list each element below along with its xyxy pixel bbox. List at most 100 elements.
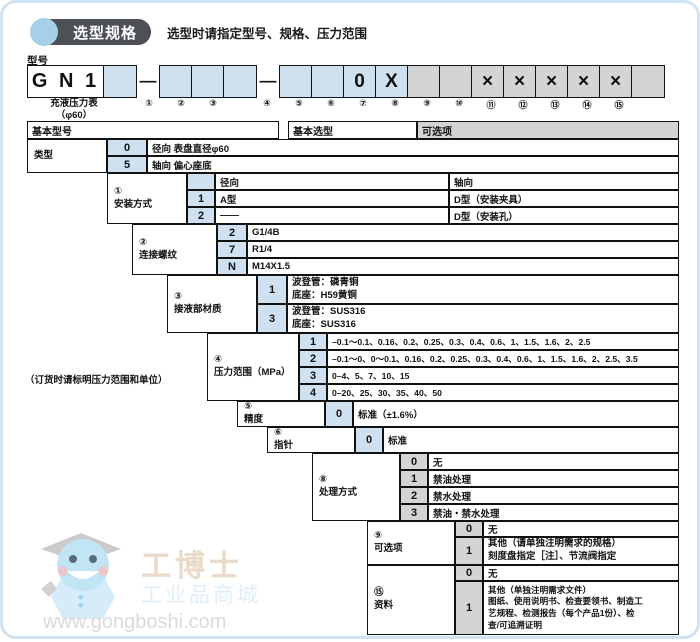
model-position-marker: ⑩ bbox=[455, 98, 463, 108]
header-basic-model: 基本型号 bbox=[27, 121, 279, 139]
model-cell[interactable] bbox=[408, 66, 440, 97]
table-spacer bbox=[279, 121, 288, 139]
mounting-radial-head: 径向 bbox=[215, 173, 449, 190]
material-code[interactable]: 1 bbox=[257, 275, 287, 304]
options-code[interactable]: 1 bbox=[455, 537, 483, 565]
mounting-code[interactable]: 2 bbox=[187, 207, 215, 224]
model-cell[interactable] bbox=[104, 66, 136, 97]
model-cell-group bbox=[159, 65, 257, 98]
pressure-values: –0.1～0.1、0.16、0.2、0.25、0.3、0.4、0.6、1、1.5… bbox=[327, 333, 679, 350]
watermark-url: www.gongboshi.com bbox=[43, 611, 227, 633]
model-position-marker: ⑫ bbox=[518, 100, 528, 110]
model-cell[interactable] bbox=[224, 66, 256, 97]
documents-code[interactable]: 0 bbox=[455, 565, 483, 581]
pressure-code[interactable]: 2 bbox=[299, 350, 327, 367]
mounting-radial: A型 bbox=[215, 190, 449, 207]
model-position-marker: ① bbox=[145, 98, 153, 108]
model-position-marker: ④ bbox=[263, 98, 271, 108]
model-cell[interactable] bbox=[440, 66, 472, 97]
model-cell[interactable]: × bbox=[536, 66, 568, 97]
type-code[interactable]: 5 bbox=[107, 156, 147, 173]
pressure-code[interactable]: 4 bbox=[299, 384, 327, 401]
thread-desc: M14X1.5 bbox=[247, 258, 679, 275]
section-badge-label: 选型规格 bbox=[73, 24, 138, 42]
table-spacer bbox=[27, 275, 167, 333]
model-cell[interactable] bbox=[192, 66, 224, 97]
mounting-axial: D型（安装夹具） bbox=[449, 190, 679, 207]
model-cell[interactable] bbox=[312, 66, 344, 97]
section-badge: 选型规格 bbox=[30, 18, 152, 46]
type-code[interactable]: 0 bbox=[107, 139, 147, 156]
badge-dot-icon bbox=[30, 18, 58, 46]
mounting-code-head bbox=[187, 173, 215, 190]
model-position-marker: ⑤ bbox=[295, 98, 303, 108]
documents-code[interactable]: 1 bbox=[455, 581, 483, 635]
model-cell[interactable] bbox=[632, 66, 664, 97]
treatment-code[interactable]: 0 bbox=[400, 453, 428, 470]
thread-code[interactable]: 2 bbox=[217, 224, 247, 241]
model-cell[interactable]: × bbox=[600, 66, 632, 97]
pressure-code[interactable]: 3 bbox=[299, 367, 327, 384]
model-cell[interactable]: × bbox=[472, 66, 504, 97]
model-cell[interactable] bbox=[280, 66, 312, 97]
treatment-code[interactable]: 2 bbox=[400, 487, 428, 504]
thread-code[interactable]: 7 bbox=[217, 241, 247, 258]
model-cell[interactable] bbox=[160, 66, 192, 97]
mounting-code[interactable]: 1 bbox=[187, 190, 215, 207]
thread-code[interactable]: N bbox=[217, 258, 247, 275]
model-position-marker: ② bbox=[177, 98, 185, 108]
model-cell[interactable]: × bbox=[504, 66, 536, 97]
table-spacer bbox=[27, 427, 267, 453]
header-basic-select: 基本选型 bbox=[288, 121, 417, 139]
model-cell[interactable]: 0 bbox=[344, 66, 376, 97]
model-separator: — bbox=[139, 70, 157, 90]
options-desc: 其他（请单独注明需求的规格）刻度盘指定［注］、节流阀指定 bbox=[483, 537, 679, 565]
model-cell[interactable]: G N 1 bbox=[28, 66, 104, 97]
pressure-values: 0–4、5、7、10、15 bbox=[327, 367, 679, 384]
section-subtitle: 选型时请指定型号、规格、压力范围 bbox=[167, 26, 368, 41]
type-label: 类型 bbox=[27, 139, 107, 173]
options-code[interactable]: 0 bbox=[455, 521, 483, 537]
table-row: 径向轴向 bbox=[187, 173, 679, 190]
pressure-code[interactable]: 1 bbox=[299, 333, 327, 350]
treatment-code[interactable]: 3 bbox=[400, 504, 428, 521]
pointer-code[interactable]: 0 bbox=[355, 427, 383, 453]
accuracy-desc: 标准（±1.6%） bbox=[353, 401, 679, 427]
treatment-code[interactable]: 1 bbox=[400, 470, 428, 487]
model-cell[interactable]: X bbox=[376, 66, 408, 97]
pointer-desc: 标准 bbox=[383, 427, 679, 453]
model-cell-group: G N 1 bbox=[27, 65, 137, 98]
documents-desc: 无 bbox=[483, 565, 679, 581]
table-row: 2–0.1～0、0～0.1、0.16、0.2、0.25、0.3、0.4、0.6、… bbox=[299, 350, 679, 367]
model-cell[interactable]: × bbox=[568, 66, 600, 97]
material-code[interactable]: 3 bbox=[257, 304, 287, 333]
accuracy-code[interactable]: 0 bbox=[325, 401, 353, 427]
treatment-desc: 禁油・禁水处理 bbox=[428, 504, 679, 521]
watermark-subtitle: 工业品商城 bbox=[141, 584, 261, 607]
model-number-label: 型号 bbox=[27, 55, 48, 67]
